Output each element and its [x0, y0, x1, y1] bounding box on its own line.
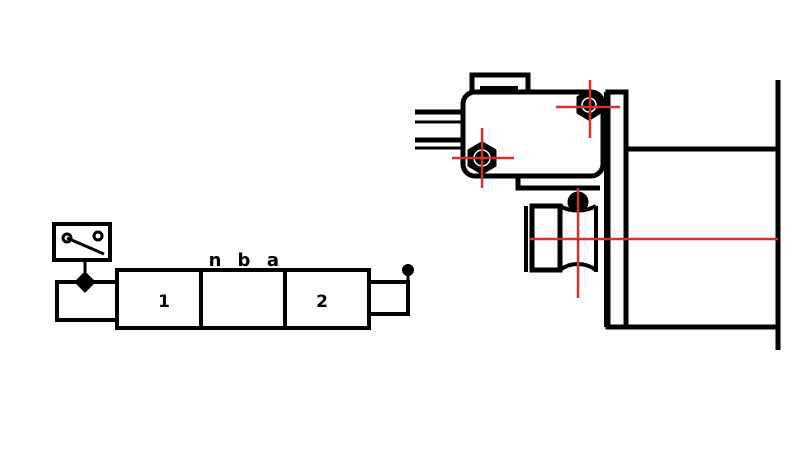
label-b: b	[238, 250, 251, 271]
valve-body	[115, 268, 371, 330]
microswitch-body	[460, 89, 606, 179]
valve-schematic	[52, 222, 414, 330]
switch-lever	[469, 72, 531, 92]
bracket-plate	[605, 89, 629, 330]
switch-terminals	[415, 109, 462, 150]
cell-label-2: 2	[316, 292, 328, 312]
left-actuator-loop	[55, 280, 117, 322]
cell-label-1: 1	[158, 292, 170, 312]
right-actuator-loop	[369, 280, 410, 316]
terminal-dot-icon	[402, 264, 414, 276]
centerlines	[452, 80, 778, 298]
label-a: a	[267, 250, 279, 271]
label-n: n	[209, 250, 222, 271]
mechanical-assembly	[415, 72, 781, 350]
